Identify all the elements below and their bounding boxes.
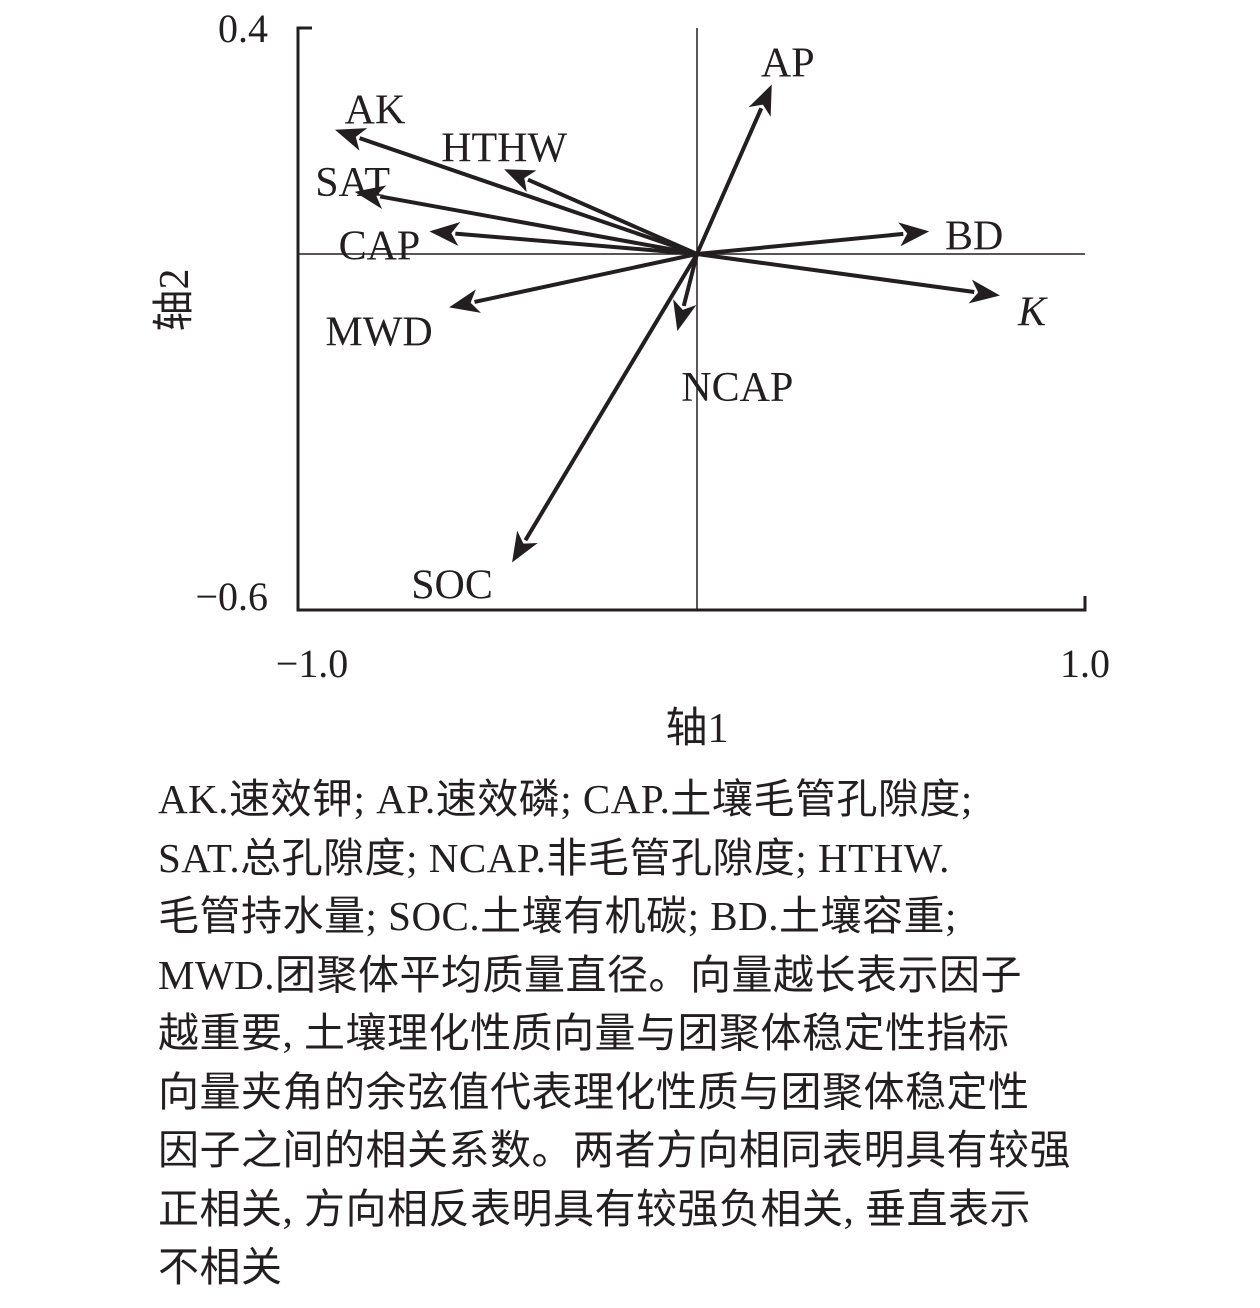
vector-label-ak: AK bbox=[345, 88, 406, 134]
vector-bd bbox=[696, 231, 904, 256]
vector-label-ap: AP bbox=[761, 41, 815, 87]
vector-cap bbox=[455, 231, 698, 256]
vector-label-bd: BD bbox=[945, 213, 1003, 259]
vector-label-mwd: MWD bbox=[325, 309, 432, 355]
caption-line: 越重要, 土壤理化性质向量与团聚体稳定性指标 bbox=[158, 1010, 1010, 1056]
vector-ap bbox=[695, 107, 764, 255]
arrowhead-ap bbox=[748, 84, 772, 117]
axis-frame bbox=[296, 26, 1087, 612]
x-tick-1.0: 1.0 bbox=[1060, 641, 1110, 686]
caption-line: 正相关, 方向相反表明具有较强负相关, 垂直表示 bbox=[158, 1185, 1031, 1232]
vector-ncap bbox=[681, 253, 699, 307]
caption-line: 不相关 bbox=[158, 1244, 283, 1290]
x-tick-neg1.0: −1.0 bbox=[276, 641, 349, 686]
arrowhead-ncap bbox=[673, 299, 697, 332]
y-tick-0.4: 0.4 bbox=[218, 6, 268, 51]
vector-ak bbox=[358, 136, 698, 256]
y-tick-neg0.6: −0.6 bbox=[195, 574, 268, 619]
x-axis-label: 轴1 bbox=[665, 706, 728, 752]
arrowhead-ak bbox=[334, 128, 368, 151]
caption-line: MWD.团聚体平均质量直径。向量越长表示因子 bbox=[158, 951, 1023, 998]
caption-line: AK.速效钾; AP.速效磷; CAP.土壤毛管孔隙度; bbox=[158, 776, 973, 822]
vector-label-soc: SOC bbox=[411, 563, 493, 609]
arrowhead-soc bbox=[512, 530, 538, 563]
arrowhead-mwd bbox=[449, 289, 481, 313]
vector-soc bbox=[523, 252, 699, 542]
caption-line: SAT.总孔隙度; NCAP.非毛管孔隙度; HTHW. bbox=[158, 834, 950, 881]
caption-line: 向量夹角的余弦值代表理化性质与团聚体稳定性 bbox=[158, 1068, 1030, 1115]
caption-line: 因子之间的相关系数。两者方向相同表明具有较强 bbox=[158, 1127, 1071, 1173]
figure-caption: AK.速效钾; AP.速效磷; CAP.土壤毛管孔隙度; SAT.总孔隙度; NC… bbox=[158, 770, 1218, 1297]
arrowhead-k bbox=[968, 279, 1000, 304]
arrowhead-cap bbox=[429, 221, 461, 246]
vector-label-cap: CAP bbox=[339, 223, 421, 269]
vector-hthw bbox=[527, 177, 698, 256]
vector-label-k: K bbox=[1017, 290, 1048, 336]
vector-k bbox=[696, 252, 975, 294]
rda-biplot: AK HTHW SAT CAP MWD SOC NCAP AP BD K 0.4 −0.6 −1.… bbox=[152, 6, 1110, 752]
vector-sat bbox=[379, 194, 698, 256]
arrowhead-bd bbox=[898, 222, 930, 247]
vector-label-sat: SAT bbox=[315, 160, 390, 206]
vector-label-hthw: HTHW bbox=[441, 125, 567, 171]
y-axis-label: 轴2 bbox=[152, 268, 198, 331]
arrowhead-hthw bbox=[504, 169, 537, 193]
arrowhead-sat bbox=[354, 185, 387, 210]
vector-mwd bbox=[474, 252, 698, 304]
vector-label-ncap: NCAP bbox=[681, 365, 793, 411]
caption-line: 毛管持水量; SOC.土壤有机碳; BD.土壤容重; bbox=[158, 893, 957, 939]
